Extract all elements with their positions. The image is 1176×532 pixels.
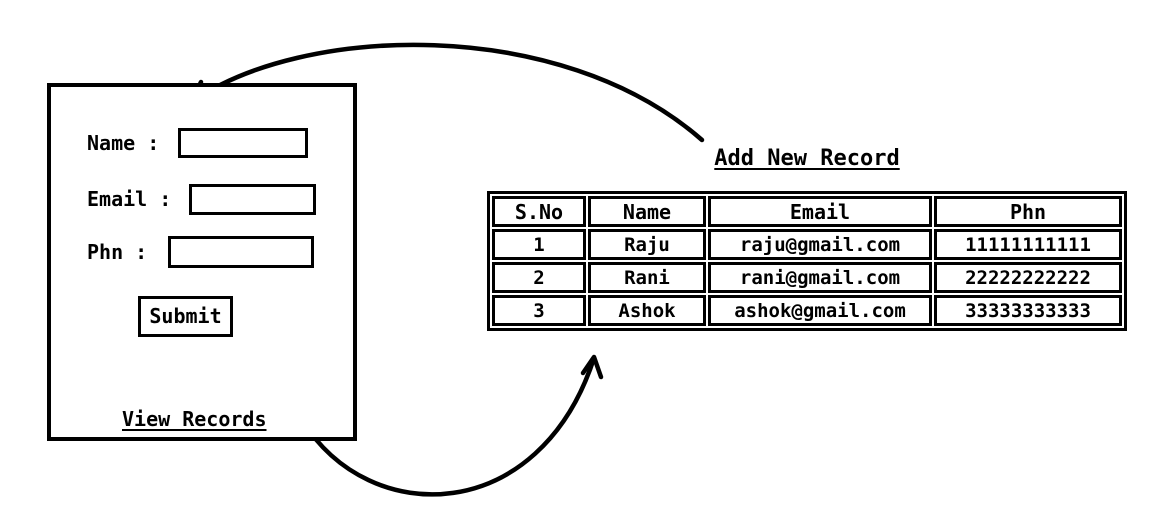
column-header-phn: Phn <box>934 196 1122 227</box>
cell-name: Rani <box>588 262 706 293</box>
name-label: Name : <box>87 131 160 155</box>
table-row: 3 Ashok ashok@gmail.com 33333333333 <box>492 295 1122 326</box>
cell-sno: 2 <box>492 262 586 293</box>
arrowhead-right-icon <box>580 354 604 380</box>
phn-label: Phn : <box>87 240 148 264</box>
cell-email: ashok@gmail.com <box>708 295 932 326</box>
email-label: Email : <box>87 187 172 211</box>
record-form: Name : Email : Phn : Submit View Records <box>47 83 357 441</box>
records-table: S.No Name Email Phn 1 Raju raju@gmail.co… <box>487 191 1127 331</box>
table-row: 1 Raju raju@gmail.com 11111111111 <box>492 229 1122 260</box>
cell-name: Ashok <box>588 295 706 326</box>
cell-phn: 11111111111 <box>934 229 1122 260</box>
cell-sno: 3 <box>492 295 586 326</box>
name-input[interactable] <box>178 128 308 158</box>
cell-email: raju@gmail.com <box>708 229 932 260</box>
cell-email: rani@gmail.com <box>708 262 932 293</box>
column-header-email: Email <box>708 196 932 227</box>
cell-phn: 33333333333 <box>934 295 1122 326</box>
column-header-sno: S.No <box>492 196 586 227</box>
email-input[interactable] <box>189 184 316 215</box>
column-header-name: Name <box>588 196 706 227</box>
table-row: 2 Rani rani@gmail.com 22222222222 <box>492 262 1122 293</box>
submit-button[interactable]: Submit <box>138 296 233 337</box>
cell-phn: 22222222222 <box>934 262 1122 293</box>
cell-name: Raju <box>588 229 706 260</box>
view-records-link[interactable]: View Records <box>122 407 267 431</box>
add-new-record-link[interactable]: Add New Record <box>714 146 900 171</box>
cell-sno: 1 <box>492 229 586 260</box>
phn-input[interactable] <box>168 236 314 268</box>
table-header-row: S.No Name Email Phn <box>492 196 1122 227</box>
